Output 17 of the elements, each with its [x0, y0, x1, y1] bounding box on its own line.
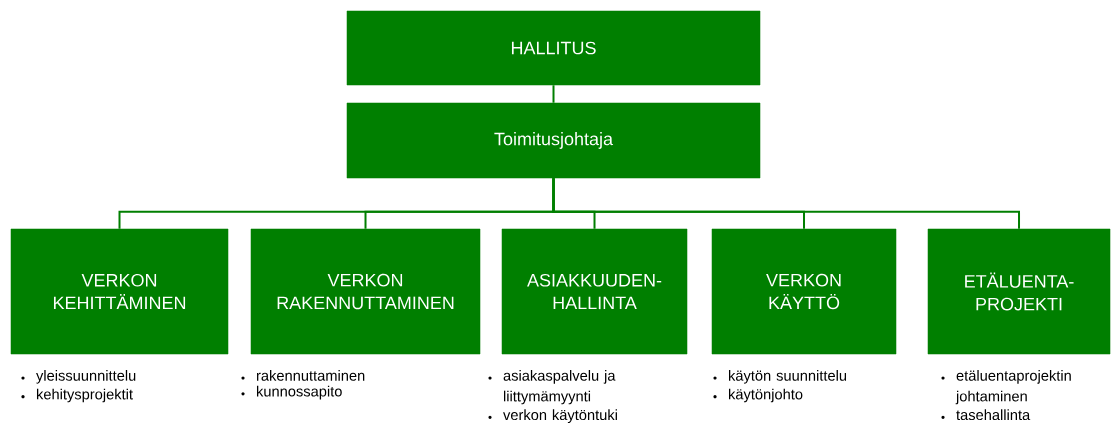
- bullet-item: käytönjohto: [729, 388, 803, 403]
- org-box: VERKON KEHITTÄMINEN: [10, 228, 229, 355]
- bullet-item: kunnossapito: [257, 385, 342, 400]
- org-box: ASIAKKUUDEN- HALLINTA: [501, 228, 688, 355]
- org-box: VERKON KÄYTTÖ: [711, 228, 897, 355]
- org-box: Toimitusjohtaja: [346, 102, 761, 179]
- org-box: HALLITUS: [346, 10, 761, 86]
- connector-line: [552, 177, 1020, 230]
- bullet-item: käytön suunnittelu: [729, 370, 847, 384]
- bullet-item: rakennuttaminen: [257, 370, 365, 381]
- org-box: ETÄLUENTA- PROJEKTI: [927, 228, 1111, 355]
- bullet-item: yleissuunnittelu: [36, 370, 136, 384]
- bullet-item: kehitysprojektit: [37, 388, 133, 403]
- connector-line: [552, 84, 555, 104]
- org-box: VERKON RAKENNUTTAMINEN: [250, 228, 481, 355]
- bullet-item: tasehallinta: [956, 409, 1031, 421]
- bullet-item: verkon käytöntuki: [503, 409, 617, 423]
